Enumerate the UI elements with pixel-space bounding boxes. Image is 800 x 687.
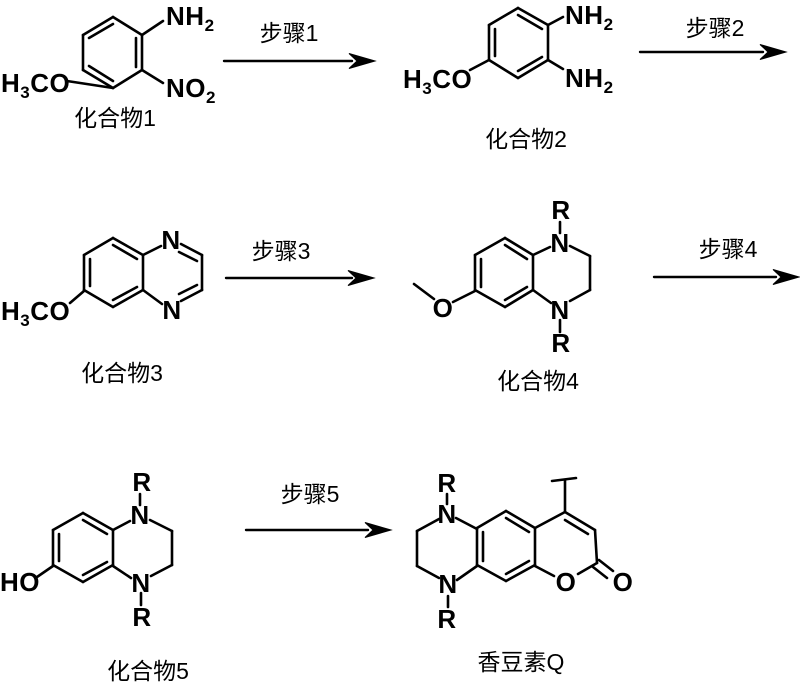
compound1-skeleton (65, 15, 165, 90)
compound2-methoxy-label: H3CO (403, 64, 472, 98)
compound1-nitro-label: NO2 (166, 73, 216, 107)
compound2-skeleton (468, 6, 565, 80)
compound3-nitrogen-bottom-label: N (162, 295, 181, 325)
arrow-step2: 步骤2 (638, 15, 788, 60)
compound3-nitrogen-top-label: N (161, 225, 180, 255)
compound5-nitrogen-top-label: N (130, 500, 149, 530)
step4-label: 步骤4 (699, 236, 758, 262)
coumarin-name: 香豆素Q (478, 649, 565, 675)
step5-label: 步骤5 (281, 481, 340, 507)
compound4-skeleton (412, 220, 592, 334)
arrow-step5: 步骤5 (244, 481, 393, 538)
compound5-r-bottom-label: R (132, 602, 151, 632)
step3-label: 步骤3 (252, 238, 311, 264)
coumarin-nitrogen-top-label: N (437, 499, 456, 529)
arrowhead-step3 (347, 270, 376, 286)
compound3-skeleton (68, 236, 204, 309)
compound4-r-top-label: R (551, 195, 570, 225)
compound2-amine-bottom-label: NH2 (565, 63, 614, 97)
compound4-r-bottom-label: R (551, 328, 570, 358)
compound4-nitrogen-bottom-label: N (550, 295, 569, 325)
compound3-name: 化合物3 (81, 360, 163, 386)
coumarin-r-bottom-label: R (437, 604, 456, 634)
coumarin-q: N N R R O O 香豆素Q (415, 468, 634, 675)
compound3: N N H3CO 化合物3 (1, 225, 204, 386)
coumarin-ring-oxygen-label: O (556, 567, 577, 597)
compound1-amine-label: NH2 (166, 1, 215, 35)
compound5-skeleton (35, 492, 174, 607)
coumarin-q-skeleton (415, 476, 615, 609)
compound1-methoxy-label: H3CO (1, 68, 70, 102)
compound4-oxygen-label: O (433, 293, 454, 323)
compound5-name: 化合物5 (107, 658, 189, 684)
compound2-name: 化合物2 (485, 126, 567, 152)
coumarin-nitrogen-bottom-label: N (438, 569, 457, 599)
compound1-name: 化合物1 (74, 105, 156, 131)
step1-label: 步骤1 (260, 20, 319, 46)
compound4-nitrogen-top-label: N (550, 228, 569, 258)
compound5: N N R R HO 化合物5 (0, 467, 189, 684)
coumarin-r-top-label: R (437, 468, 456, 498)
compound1: NH2 NO2 H3CO 化合物1 (1, 1, 216, 131)
compound4-name: 化合物4 (497, 368, 579, 394)
compound5-nitrogen-bottom-label: N (131, 568, 150, 598)
compound5-r-top-label: R (132, 467, 151, 497)
arrowhead-step1 (348, 53, 377, 69)
compound2: NH2 NH2 H3CO 化合物2 (403, 0, 614, 152)
step2-label: 步骤2 (686, 15, 745, 41)
arrow-step3: 步骤3 (224, 238, 376, 286)
arrowhead-step2 (759, 44, 788, 60)
compound2-amine-top-label: NH2 (565, 0, 614, 34)
compound3-methoxy-label: H3CO (1, 296, 70, 330)
arrowhead-step4 (772, 269, 800, 285)
arrow-step4: 步骤4 (652, 236, 800, 285)
compound5-hydroxyl-label: HO (0, 567, 40, 597)
arrowhead-step5 (364, 522, 393, 538)
arrow-step1: 步骤1 (222, 20, 377, 69)
coumarin-carbonyl-oxygen-label: O (613, 567, 634, 597)
compound4: N N R R O 化合物4 (412, 195, 592, 394)
